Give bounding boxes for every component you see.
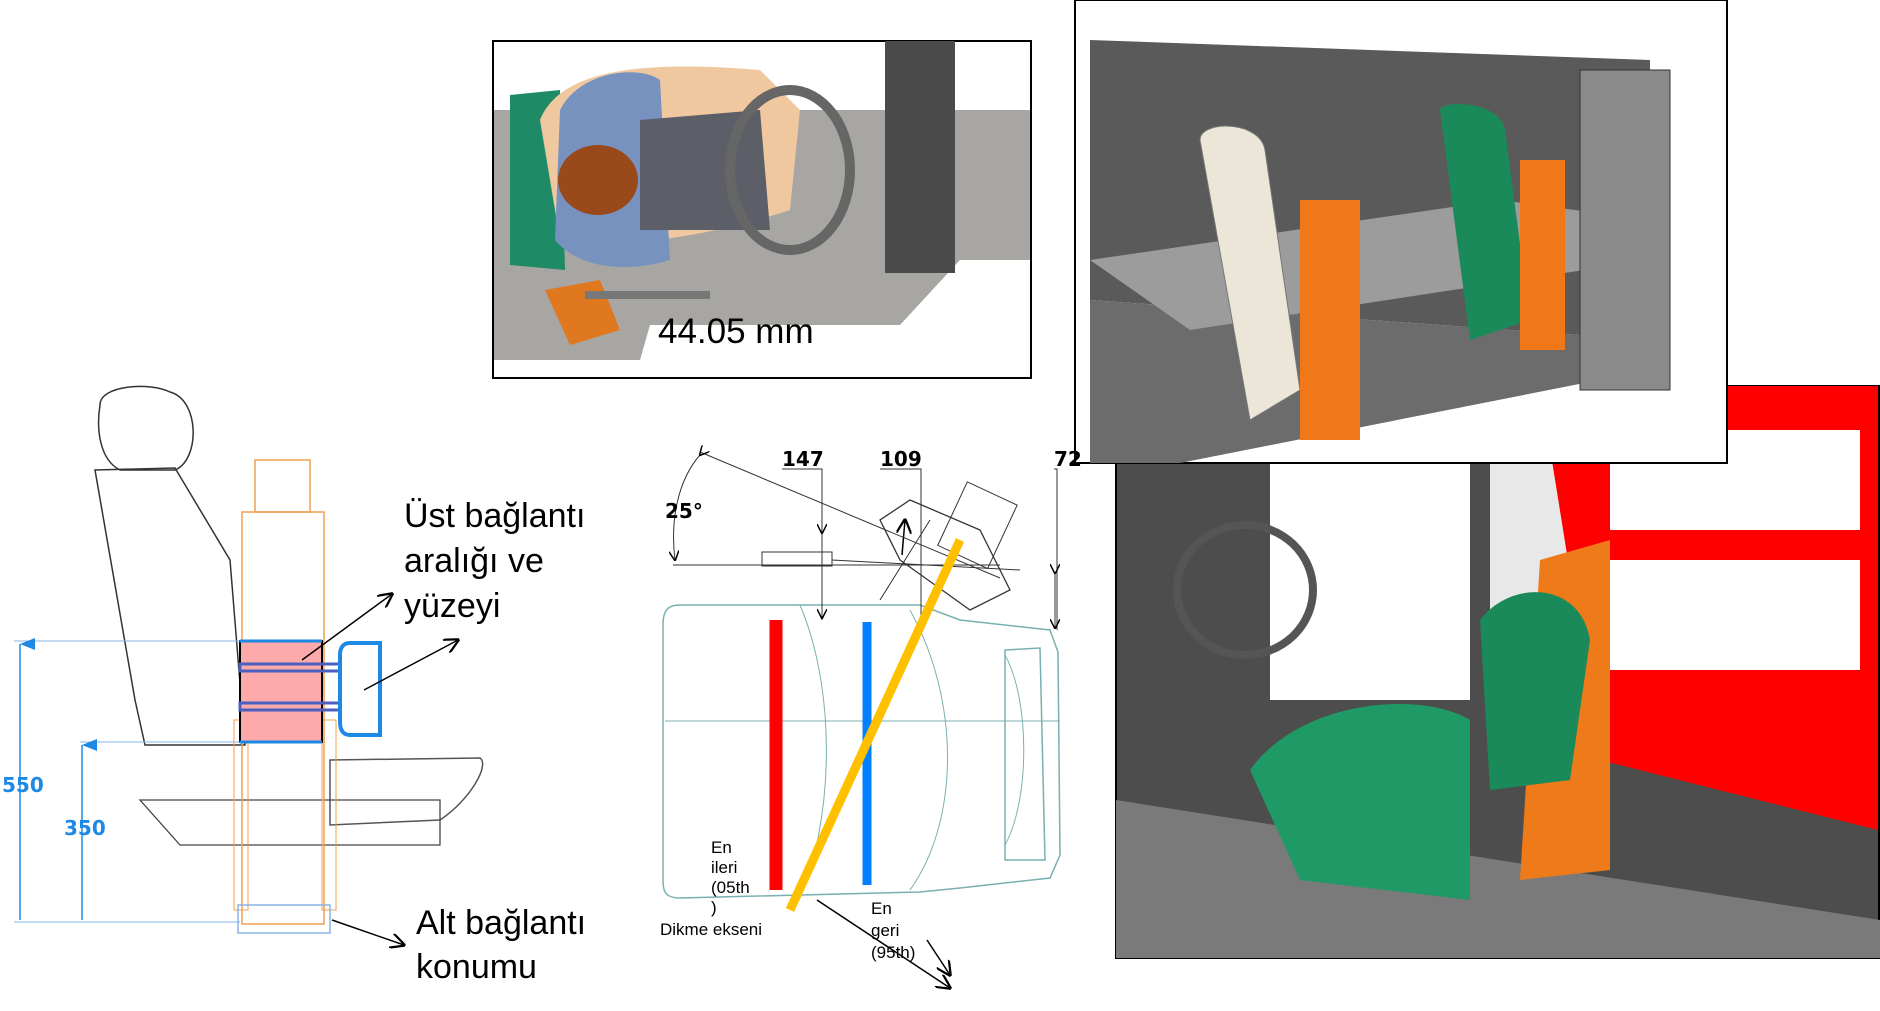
front-label-line: En	[711, 838, 732, 857]
green-seat-cushion	[1250, 704, 1470, 900]
steering-wheel	[725, 85, 855, 255]
dimension-550: 550	[2, 773, 44, 797]
driver-head	[558, 145, 638, 215]
seat-side-drawing: 550 350 Üst bağlantı aralığı ve yüzeyi A…	[2, 385, 586, 986]
top-view-render: 44.05 mm	[492, 40, 1032, 379]
headrest	[97, 385, 194, 471]
lower-mount	[237, 904, 331, 934]
mount-assembly	[879, 499, 1011, 611]
plan-view-drawing: 25° 147 109 72 En ileri (05th ) Dikme ek…	[660, 447, 1082, 988]
front-label: En ileri (05th )	[711, 838, 750, 917]
cab-render-front	[1115, 385, 1880, 959]
orange-post-1	[1300, 200, 1360, 440]
lower-mount-label-1: Alt bağlantı	[416, 904, 586, 942]
dimension-109: 109	[880, 447, 922, 471]
green-seat-back	[1480, 592, 1590, 790]
front-label-line: ileri	[711, 858, 737, 877]
beige-seat	[1199, 125, 1301, 421]
seat-outline	[662, 604, 1061, 899]
pedal-panel	[885, 41, 955, 273]
rear-label: En geri (95th)	[871, 899, 915, 962]
dimension-147: 147	[782, 447, 824, 471]
front-label-line: (05th	[711, 878, 750, 897]
angle-label: 25°	[665, 499, 703, 523]
rear-label-line: geri	[871, 921, 899, 940]
post-top	[254, 459, 311, 513]
upper-mount-label-1: Üst bağlantı	[404, 497, 585, 535]
rear-label-line: En	[871, 899, 892, 918]
steering-wheel-front	[1173, 521, 1317, 659]
axis-label: Dikme ekseni	[660, 920, 762, 939]
upper-mount-area	[239, 640, 323, 743]
side-panel	[1579, 69, 1671, 391]
upper-mount-label-2: aralığı ve	[404, 542, 544, 580]
green-seat-side	[1440, 104, 1530, 340]
lower-mount-label-2: konumu	[416, 948, 537, 986]
upper-mount-label-3: yüzeyi	[404, 587, 500, 625]
front-label-line: )	[711, 898, 717, 917]
post-axis-line	[785, 538, 965, 912]
dimension-350: 350	[64, 816, 106, 840]
rear-label-line: (95th)	[871, 943, 915, 962]
seat-back	[94, 467, 246, 746]
dimension-72: 72	[1054, 447, 1082, 471]
seat-cushion	[329, 757, 484, 826]
measurement-label: 44.05 mm	[658, 312, 814, 351]
cab-render-side	[1074, 0, 1728, 464]
mount-plate	[338, 641, 382, 737]
orange-post-2	[1520, 160, 1565, 350]
